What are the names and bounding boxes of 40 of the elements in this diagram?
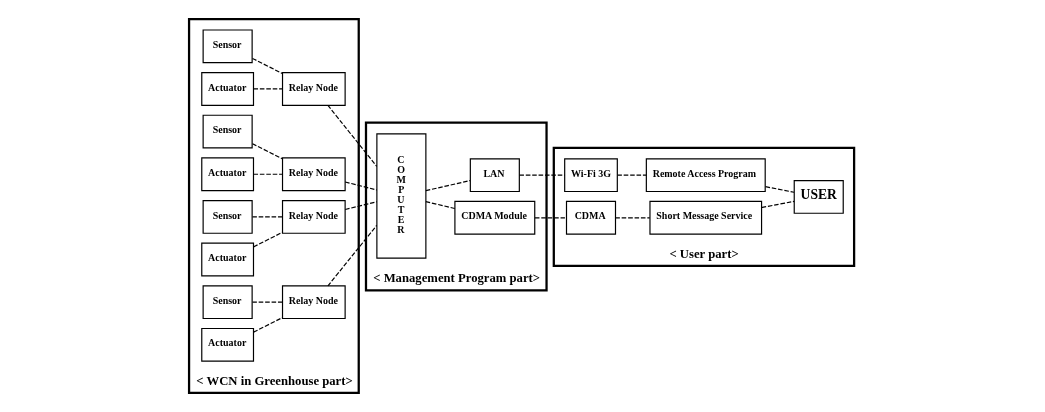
node-box: Sensor [202, 114, 253, 149]
connector [253, 231, 283, 248]
node-box: CDMA Module [454, 200, 536, 235]
connector [327, 104, 378, 167]
connector [616, 174, 647, 176]
node-box: Actuator [201, 157, 255, 192]
node-box: Relay Node [281, 157, 346, 192]
connector [615, 217, 651, 219]
connector [251, 57, 283, 75]
node-box: Actuator [201, 72, 255, 106]
node-box: Remote Access Program [645, 158, 766, 193]
connector [251, 143, 283, 160]
connector [534, 217, 567, 219]
node-box: CDMA [565, 200, 617, 235]
node-box: Actuator [201, 242, 255, 277]
node-box: Relay Node [281, 72, 346, 106]
connector [425, 201, 456, 210]
node-box: Actuator [201, 327, 255, 362]
connector [327, 224, 378, 287]
node-box: Sensor [202, 285, 253, 320]
node-box: USER [793, 180, 844, 214]
node-box: Relay Node [281, 285, 346, 320]
connector [344, 201, 378, 211]
connector [764, 186, 795, 193]
connector [518, 174, 566, 176]
node-box: Wi-Fi 3G [564, 158, 618, 193]
node-box: Sensor [202, 199, 253, 234]
connector [251, 216, 283, 218]
connector [425, 180, 471, 192]
connector [761, 200, 795, 209]
connector [251, 301, 283, 303]
node-box: Sensor [202, 29, 253, 64]
node-box: Relay Node [281, 199, 346, 234]
node-box: C O M P U T E R [376, 133, 427, 259]
node-box: LAN [469, 158, 520, 193]
connector [253, 317, 283, 333]
node-box: Short Message Service [649, 200, 763, 235]
connector [344, 181, 378, 191]
connector [253, 173, 283, 175]
connector [253, 88, 283, 90]
